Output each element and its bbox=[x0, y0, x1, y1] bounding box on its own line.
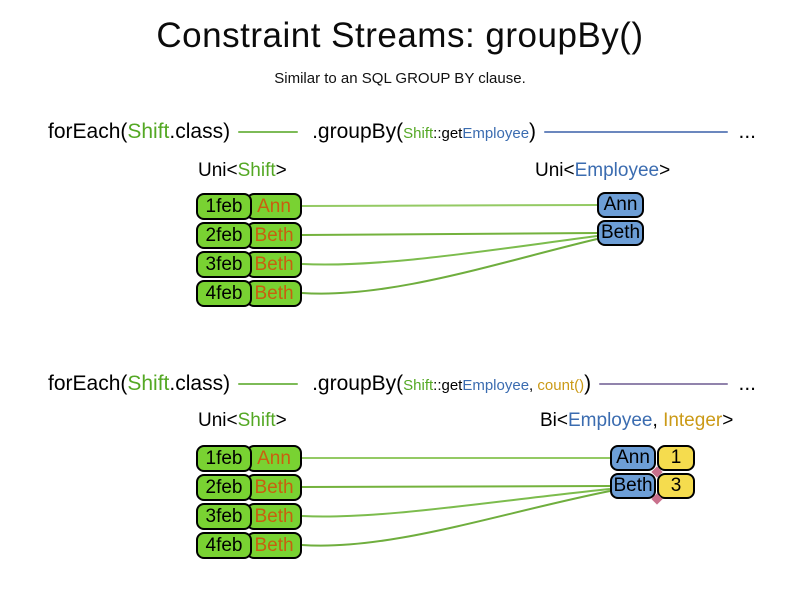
code1-foreach-close: .class) bbox=[169, 120, 231, 143]
shift-employee-cell: Beth bbox=[246, 251, 302, 278]
stream-line-green-2 bbox=[238, 383, 299, 385]
label-suffix: > bbox=[275, 160, 287, 181]
code2-groupby-open: .groupBy( bbox=[312, 372, 404, 395]
shift-employee-cell: Ann bbox=[246, 193, 302, 220]
shift-employee-cell: Beth bbox=[246, 532, 302, 559]
code1-foreach-open: forEach( bbox=[48, 120, 128, 143]
connector2-3feb-beth bbox=[301, 488, 611, 518]
count-box-beth: 3 bbox=[657, 473, 695, 499]
label-uni-employee: Uni<Employee> bbox=[535, 160, 670, 182]
code1-arg-method: ::get bbox=[433, 125, 463, 142]
shift-employee-cell: Beth bbox=[246, 503, 302, 530]
label-type: Employee bbox=[574, 160, 660, 181]
stream-line-purple bbox=[599, 383, 729, 385]
code1-groupby: .groupBy(Shift::getEmployee) bbox=[312, 120, 536, 144]
table-row: Ann 1feb bbox=[196, 193, 302, 220]
shift-employee-cell: Beth bbox=[246, 280, 302, 307]
group-box-ann: Ann bbox=[610, 445, 656, 471]
label-prefix: Uni< bbox=[535, 160, 575, 181]
connector-2feb-beth bbox=[301, 232, 598, 236]
table-row: Beth 3feb bbox=[196, 251, 302, 278]
connector-4feb-beth bbox=[301, 238, 598, 295]
connector-1feb-ann bbox=[301, 204, 598, 207]
shift-date-cell: 4feb bbox=[196, 280, 252, 307]
code2-foreach-type: Shift bbox=[127, 372, 170, 395]
code2-groupby-close: ) bbox=[584, 372, 592, 395]
code2-arg-prop: Employee bbox=[462, 377, 530, 394]
label-uni-shift-2: Uni<Shift> bbox=[198, 410, 287, 432]
code2-arg-sep: , bbox=[529, 377, 538, 394]
table-row: Beth 3feb bbox=[196, 503, 302, 530]
code1-arg-prop: Employee bbox=[462, 125, 530, 142]
code1-foreach: forEach(Shift.class) bbox=[48, 120, 230, 144]
table-row: Beth 2feb bbox=[196, 222, 302, 249]
label-suffix: > bbox=[722, 410, 734, 431]
label-prefix: Uni< bbox=[198, 410, 238, 431]
page-title: Constraint Streams: groupBy() bbox=[156, 16, 644, 55]
code1-groupby-open: .groupBy( bbox=[312, 120, 404, 143]
label-prefix: Uni< bbox=[198, 160, 238, 181]
shift-date-cell: 2feb bbox=[196, 222, 252, 249]
code2-groupby: .groupBy(Shift::getEmployee, count()) bbox=[312, 372, 591, 396]
label-type: Shift bbox=[237, 160, 276, 181]
shift-employee-cell: Beth bbox=[246, 474, 302, 501]
table-row: Beth 4feb bbox=[196, 280, 302, 307]
table-row: Ann 1feb bbox=[196, 445, 302, 472]
group-box-beth: Beth bbox=[597, 220, 644, 246]
code2-foreach: forEach(Shift.class) bbox=[48, 372, 230, 396]
connector2-4feb-beth bbox=[301, 490, 611, 547]
code2-arg-method: ::get bbox=[433, 377, 463, 394]
shift-date-cell: 3feb bbox=[196, 251, 252, 278]
code2-arg-type: Shift bbox=[403, 377, 434, 394]
shift-date-cell: 2feb bbox=[196, 474, 252, 501]
label-type1: Employee bbox=[568, 410, 653, 431]
label-suffix: > bbox=[659, 160, 671, 181]
code1-groupby-close: ) bbox=[529, 120, 537, 143]
connector2-2feb-beth bbox=[301, 485, 611, 488]
shift-date-cell: 3feb bbox=[196, 503, 252, 530]
code1-arg-type: Shift bbox=[403, 125, 434, 142]
table-row: Beth 4feb bbox=[196, 532, 302, 559]
subtitle: Similar to an SQL GROUP BY clause. bbox=[274, 70, 526, 87]
label-type: Shift bbox=[237, 410, 276, 431]
count-box-ann: 1 bbox=[657, 445, 695, 471]
group-box-beth: Beth bbox=[610, 473, 656, 499]
label-type2: Integer bbox=[663, 410, 723, 431]
label-prefix: Bi< bbox=[540, 410, 568, 431]
group-box-ann: Ann bbox=[597, 192, 644, 218]
shift-employee-cell: Ann bbox=[246, 445, 302, 472]
code2-foreach-close: .class) bbox=[169, 372, 231, 395]
label-sep: , bbox=[652, 410, 664, 431]
table-row: Beth 2feb bbox=[196, 474, 302, 501]
code2-arg-count: count() bbox=[537, 377, 585, 394]
label-suffix: > bbox=[275, 410, 287, 431]
code2-ellipsis: ... bbox=[738, 372, 756, 395]
shift-employee-cell: Beth bbox=[246, 222, 302, 249]
connector-3feb-beth bbox=[301, 235, 598, 266]
code2-foreach-open: forEach( bbox=[48, 372, 128, 395]
code-line-1: forEach(Shift.class) .groupBy(Shift::get… bbox=[48, 118, 756, 146]
code-line-2: forEach(Shift.class) .groupBy(Shift::get… bbox=[48, 370, 756, 398]
code1-foreach-type: Shift bbox=[127, 120, 170, 143]
stream-line-green-1 bbox=[238, 131, 299, 133]
shift-date-cell: 1feb bbox=[196, 193, 252, 220]
label-uni-shift-1: Uni<Shift> bbox=[198, 160, 287, 182]
shift-date-cell: 1feb bbox=[196, 445, 252, 472]
code1-ellipsis: ... bbox=[738, 120, 756, 143]
label-bi-employee-integer: Bi<Employee, Integer> bbox=[540, 410, 733, 432]
shift-date-cell: 4feb bbox=[196, 532, 252, 559]
stream-line-blue-1 bbox=[544, 131, 729, 133]
